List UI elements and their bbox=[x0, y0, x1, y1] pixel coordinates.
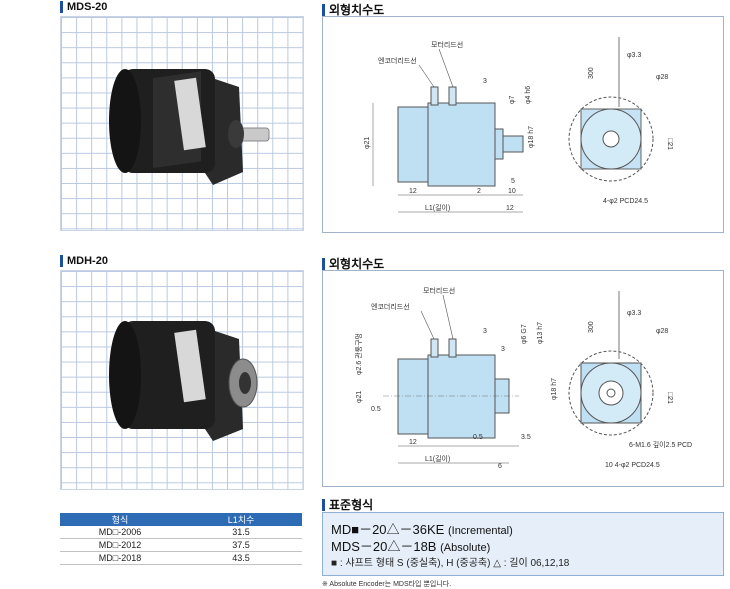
dim-300: 300 bbox=[588, 67, 595, 79]
dim-phi13h7: φ13 h7 bbox=[537, 322, 544, 344]
motor-wire-label: 모터리드선 bbox=[431, 40, 463, 49]
mds-dimension-drawing: 엔코더리드선 모터리드선 φ21 3 φ7 φ4 h6 φ18 h7 12 2 … bbox=[322, 16, 724, 233]
dim-phi3-3: φ3.3 bbox=[627, 310, 641, 317]
dim-3a: 3 bbox=[483, 328, 487, 335]
dim-12: 12 bbox=[409, 439, 417, 446]
dim-phi21: φ21 bbox=[356, 391, 363, 403]
dim-300: 300 bbox=[588, 321, 595, 333]
encoder-wire-label: 엔코더리드선 bbox=[378, 56, 417, 65]
dim-pcd: 4-φ2 PCD24.5 bbox=[603, 198, 648, 205]
dim-phi28: φ28 bbox=[656, 328, 668, 335]
dim-l1: L1(길이) bbox=[425, 454, 450, 463]
footnote: ※ Absolute Encoder는 MDS타입 뿐입니다. bbox=[322, 581, 452, 588]
motor-section bbox=[427, 354, 496, 439]
end-view-shaft bbox=[602, 130, 620, 148]
encoder-section bbox=[397, 106, 429, 183]
dim-l1: L1(길이) bbox=[425, 203, 450, 212]
mdh-photo bbox=[60, 270, 304, 490]
dim-hollow: φ2.6 관통구멍 bbox=[354, 333, 363, 375]
motor-end bbox=[109, 69, 141, 173]
section-marker bbox=[322, 257, 325, 270]
dim-pcd: 10 4-φ2 PCD24.5 bbox=[605, 462, 660, 469]
dim-phi4h6: φ4 h6 bbox=[525, 86, 532, 104]
mds-drawing-title: 외형치수도 bbox=[322, 1, 384, 18]
dim-m-tap: 6-M1.6 깊이2.5 PCD bbox=[629, 440, 692, 449]
dim-10: 10 bbox=[508, 188, 516, 195]
dim-3b: 3 bbox=[501, 346, 505, 353]
section-marker bbox=[322, 3, 325, 16]
shaft-boss bbox=[228, 120, 244, 148]
standard-type-box: MD■－20△－36KE (Incremental) MDS－20△－18B (… bbox=[322, 512, 724, 576]
end-view-outer bbox=[568, 96, 654, 182]
mds-motor-image bbox=[109, 69, 270, 185]
spec-table-header: 형식 L1치수 bbox=[60, 513, 302, 526]
dim-12b: 12 bbox=[506, 205, 514, 212]
dim-phi3-3: φ3.3 bbox=[627, 52, 641, 59]
motor-end bbox=[109, 321, 141, 429]
dim-3-5: 3.5 bbox=[521, 434, 531, 441]
section-marker bbox=[60, 1, 63, 13]
encoder-section bbox=[397, 358, 429, 435]
dim-phi21: φ21 bbox=[364, 137, 371, 149]
encoder-wire bbox=[430, 338, 439, 358]
nameplate bbox=[174, 329, 206, 403]
table-row: MD□-2006 31.5 bbox=[60, 526, 302, 539]
dim-phi18h7: φ18 h7 bbox=[551, 378, 558, 400]
motor-wire bbox=[448, 338, 457, 358]
mdh-motor-image bbox=[109, 321, 258, 441]
dim-5: 5 bbox=[511, 178, 515, 185]
standard-legend: ■ : 샤프트 형태 S (중실축), H (중공축) △ : 길이 06,12… bbox=[331, 558, 570, 569]
section-marker bbox=[322, 498, 325, 511]
dim-2: 2 bbox=[477, 188, 481, 195]
dim-sq21: □21 bbox=[666, 138, 673, 150]
dim-6: 6 bbox=[498, 463, 502, 470]
mds-title: MDS-20 bbox=[67, 1, 108, 13]
encoder-wire-label: 엔코더리드선 bbox=[371, 302, 410, 311]
dim-3: 3 bbox=[483, 78, 487, 85]
output-shaft bbox=[502, 135, 524, 153]
mdh-dimension-drawing: 엔코더리드선 모터리드선 φ2.6 관통구멍 φ21 0.5 3 3 φ6 G7… bbox=[322, 270, 724, 487]
dim-phi7: φ7 bbox=[509, 95, 516, 104]
header-l1: L1치수 bbox=[180, 513, 302, 526]
standard-section-title: 표준형식 bbox=[322, 496, 373, 513]
dim-phi6g7: φ6 G7 bbox=[521, 324, 528, 344]
nameplate bbox=[174, 77, 206, 151]
dim-12a: 12 bbox=[409, 188, 417, 195]
table-row: MD□-2012 37.5 bbox=[60, 538, 302, 552]
dim-phi18h7: φ18 h7 bbox=[528, 126, 535, 148]
standard-absolute: MDS－20△－18B (Absolute) bbox=[331, 539, 491, 554]
motor-wire-label: 모터리드선 bbox=[423, 286, 455, 295]
dim-sq21: □21 bbox=[666, 392, 673, 404]
mdh-drawing-title: 외형치수도 bbox=[322, 255, 384, 272]
hollow-bore bbox=[239, 372, 251, 394]
spec-table: 형식 L1치수 MD□-2006 31.5 MD□-2012 37.5 MD□-… bbox=[60, 513, 302, 565]
motor-wire bbox=[448, 86, 457, 106]
mds-photo bbox=[60, 16, 304, 231]
mdh-section-title: MDH-20 bbox=[60, 255, 108, 267]
dim-0-5a: 0.5 bbox=[371, 406, 381, 413]
pilot bbox=[494, 128, 504, 160]
standard-incremental: MD■－20△－36KE (Incremental) bbox=[331, 522, 513, 537]
encoder-wire bbox=[430, 86, 439, 106]
dim-phi28: φ28 bbox=[656, 74, 668, 81]
end-view-outer bbox=[568, 350, 654, 436]
section-marker bbox=[60, 255, 63, 267]
mdh-title: MDH-20 bbox=[67, 255, 108, 267]
motor-section bbox=[427, 102, 496, 187]
table-row: MD□-2018 43.5 bbox=[60, 551, 302, 565]
end-view-bore bbox=[606, 388, 616, 398]
header-model: 형식 bbox=[60, 513, 180, 526]
mds-section-title: MDS-20 bbox=[60, 1, 107, 13]
dim-0-5b: 0.5 bbox=[473, 434, 483, 441]
